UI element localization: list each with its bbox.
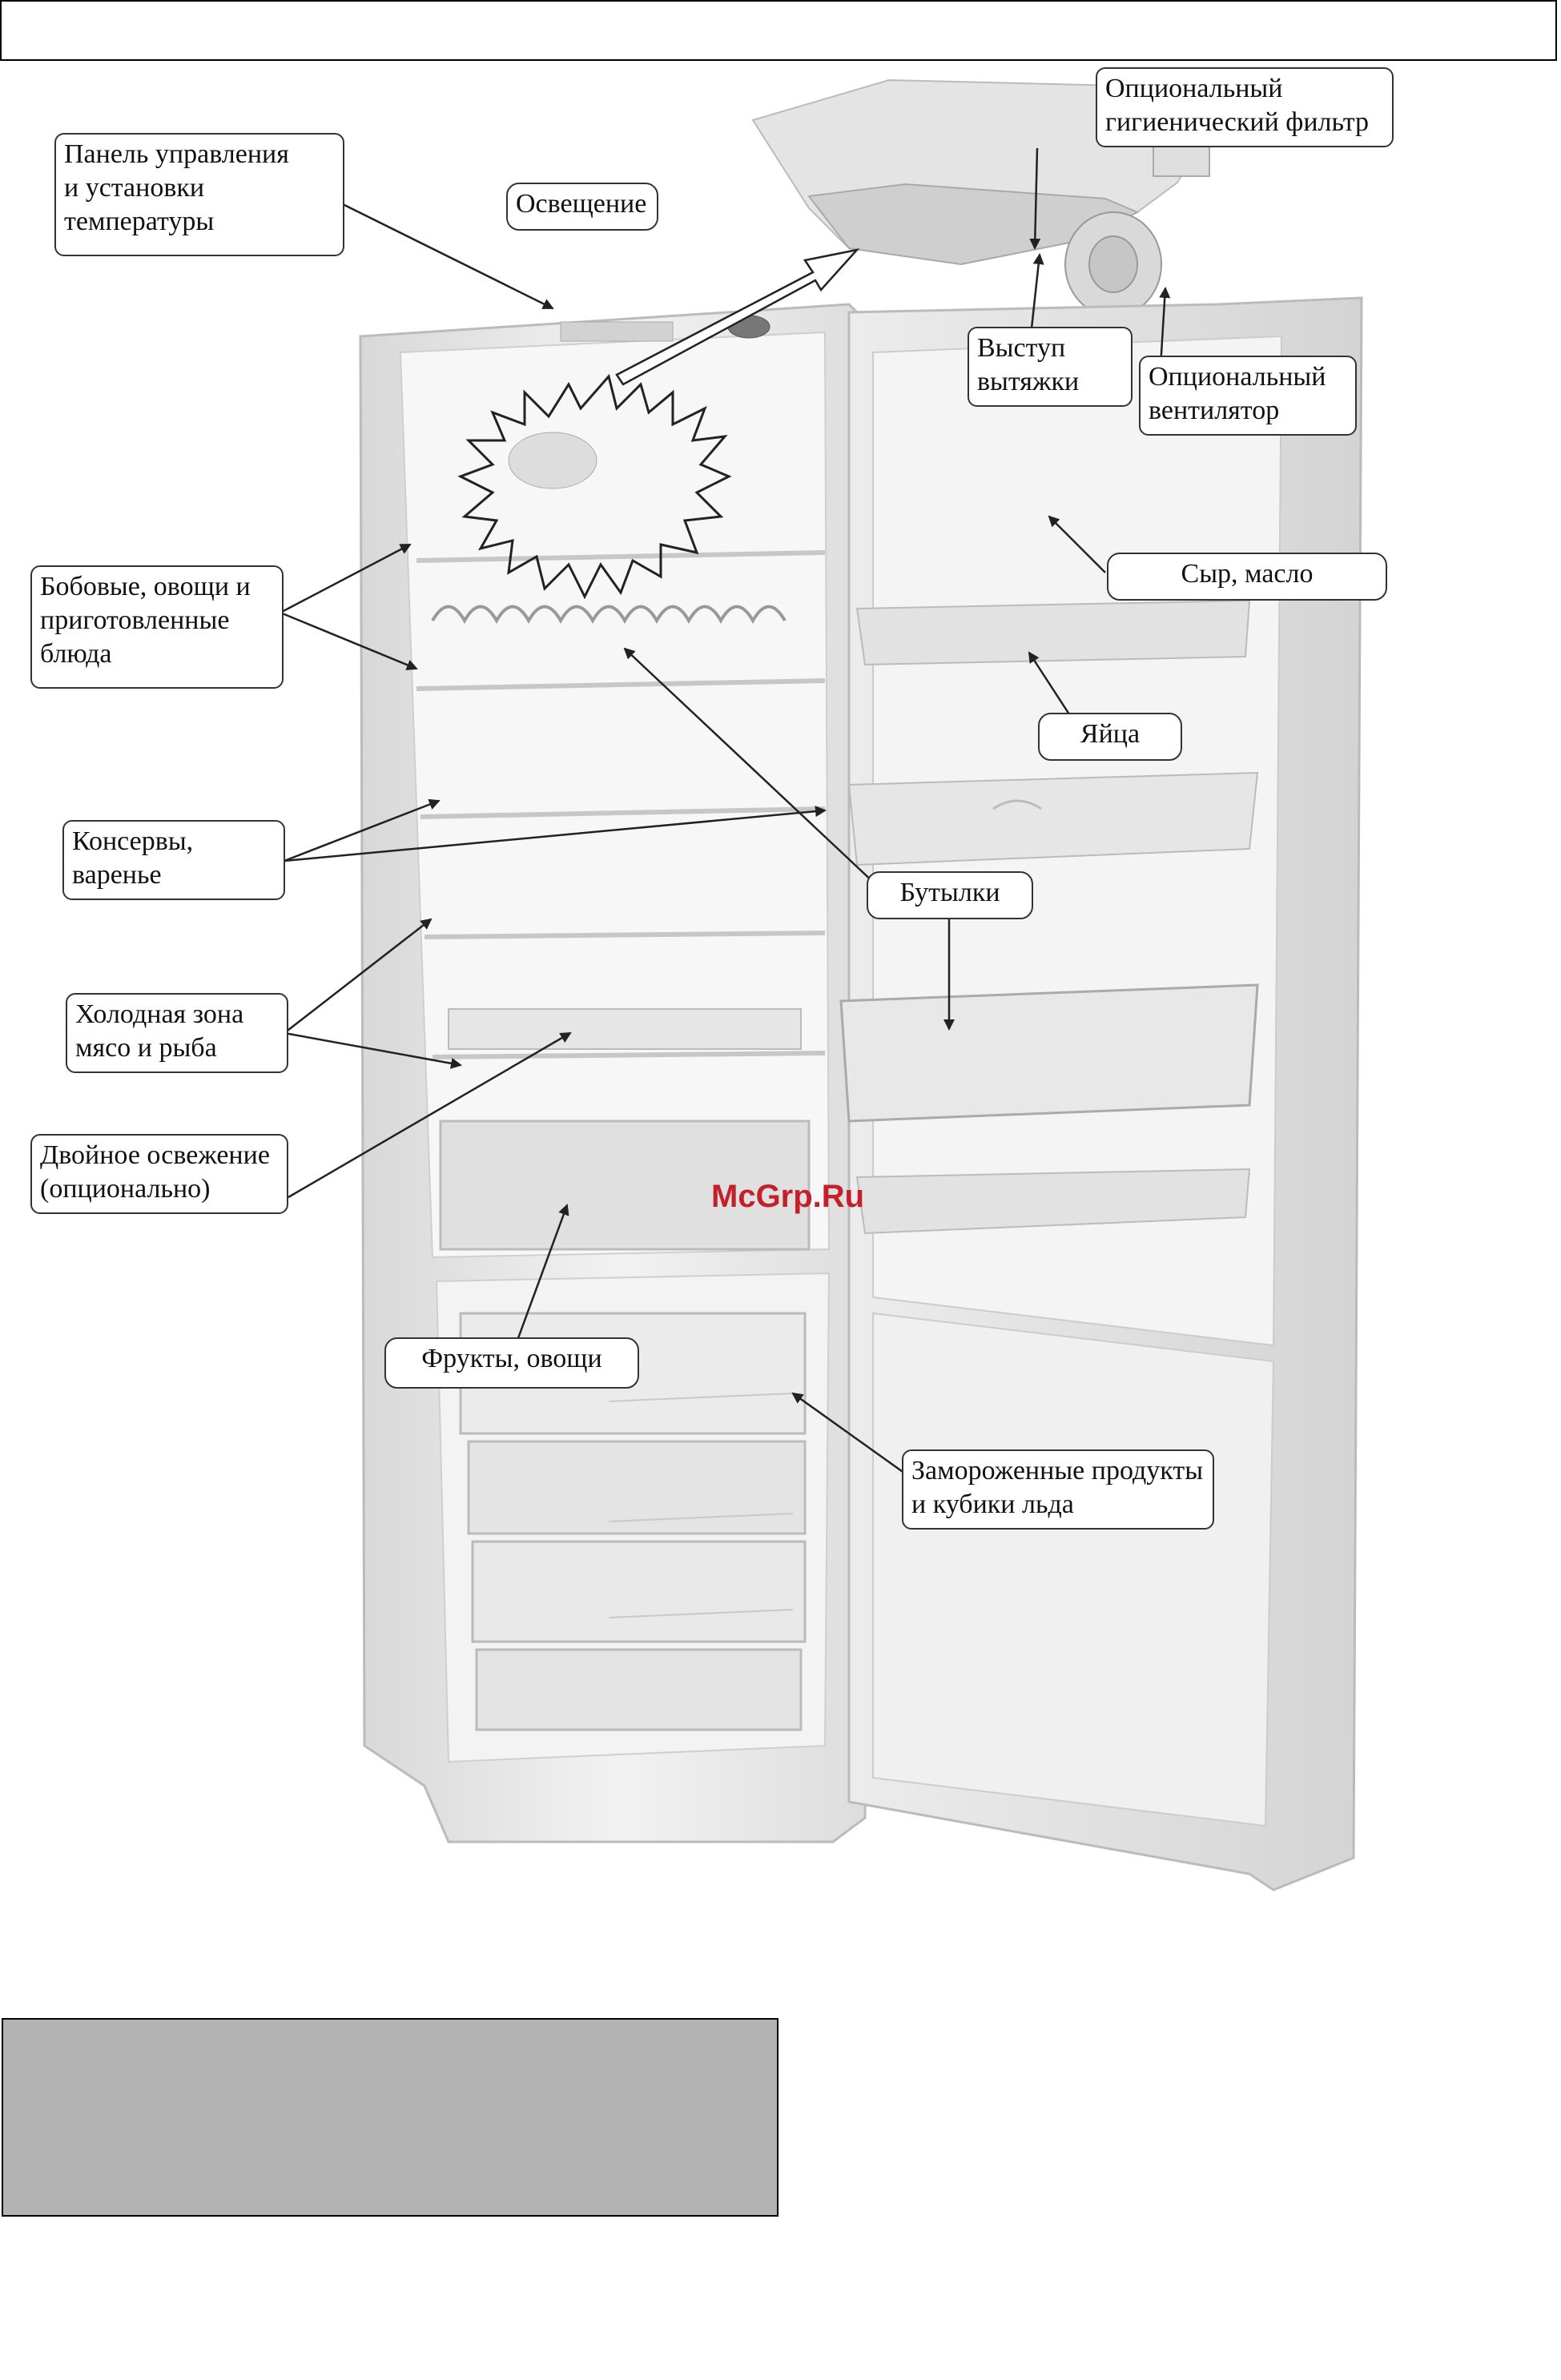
label-line: гигиенический фильтр [1105,107,1369,137]
label-line: температуры [64,207,215,236]
label-line: Выступ [977,333,1066,363]
label-double-fresh: Двойное освежение (опционально) [30,1134,288,1214]
label-canned: Консервы, варенье [62,820,285,900]
label-line: и установки [64,173,205,203]
label-line: Опциональный [1105,74,1283,103]
label-frozen: Замороженные продукты и кубики льда [902,1449,1214,1530]
label-fruits: Фрукты, овощи [384,1337,639,1389]
label-line: Освещение [516,189,647,219]
label-line: Бутылки [899,878,1000,907]
label-line: вытяжки [977,367,1080,396]
label-exhaust-outlet: Выступ вытяжки [968,327,1133,407]
label-line: Бобовые, овощи и [40,572,251,601]
header-bar [0,0,1557,61]
label-line: Яйца [1080,719,1141,749]
zoom-arrow [615,248,860,386]
label-line: Холодная зона [75,999,244,1029]
label-line: варенье [72,860,162,890]
label-line: Опциональный [1149,362,1326,392]
label-line: Двойное освежение [40,1140,270,1170]
label-fan: Опциональный вентилятор [1139,356,1357,436]
label-control-panel: Панель управления и установки температур… [54,133,344,256]
label-line: приготовленные [40,605,230,635]
label-line: блюда [40,639,112,669]
label-cheese-butter: Сыр, масло [1107,553,1387,601]
label-line: (опционально) [40,1174,211,1204]
label-line: и кубики льда [911,1490,1074,1519]
label-legumes: Бобовые, овощи и приготовленные блюда [30,565,284,689]
label-line: Замороженные продукты [911,1456,1204,1485]
fridge-door-open [839,296,1363,1892]
label-line: вентилятор [1149,396,1280,425]
label-hygienic-filter: Опциональный гигиенический фильтр [1096,67,1394,147]
label-eggs: Яйца [1038,713,1182,761]
label-bottles: Бутылки [867,871,1033,919]
label-cold-zone: Холодная зона мясо и рыба [66,993,288,1073]
label-line: Фрукты, овощи [421,1344,602,1373]
label-line: мясо и рыба [75,1033,217,1063]
light-starburst [457,373,732,600]
label-lighting: Освещение [506,183,658,231]
fridge-body [359,303,883,1843]
gray-box [2,2018,778,2217]
label-line: Консервы, [72,826,194,856]
watermark: McGrp.Ru [711,1179,865,1214]
label-line: Панель управления [64,139,289,169]
label-line: Сыр, масло [1181,559,1314,589]
